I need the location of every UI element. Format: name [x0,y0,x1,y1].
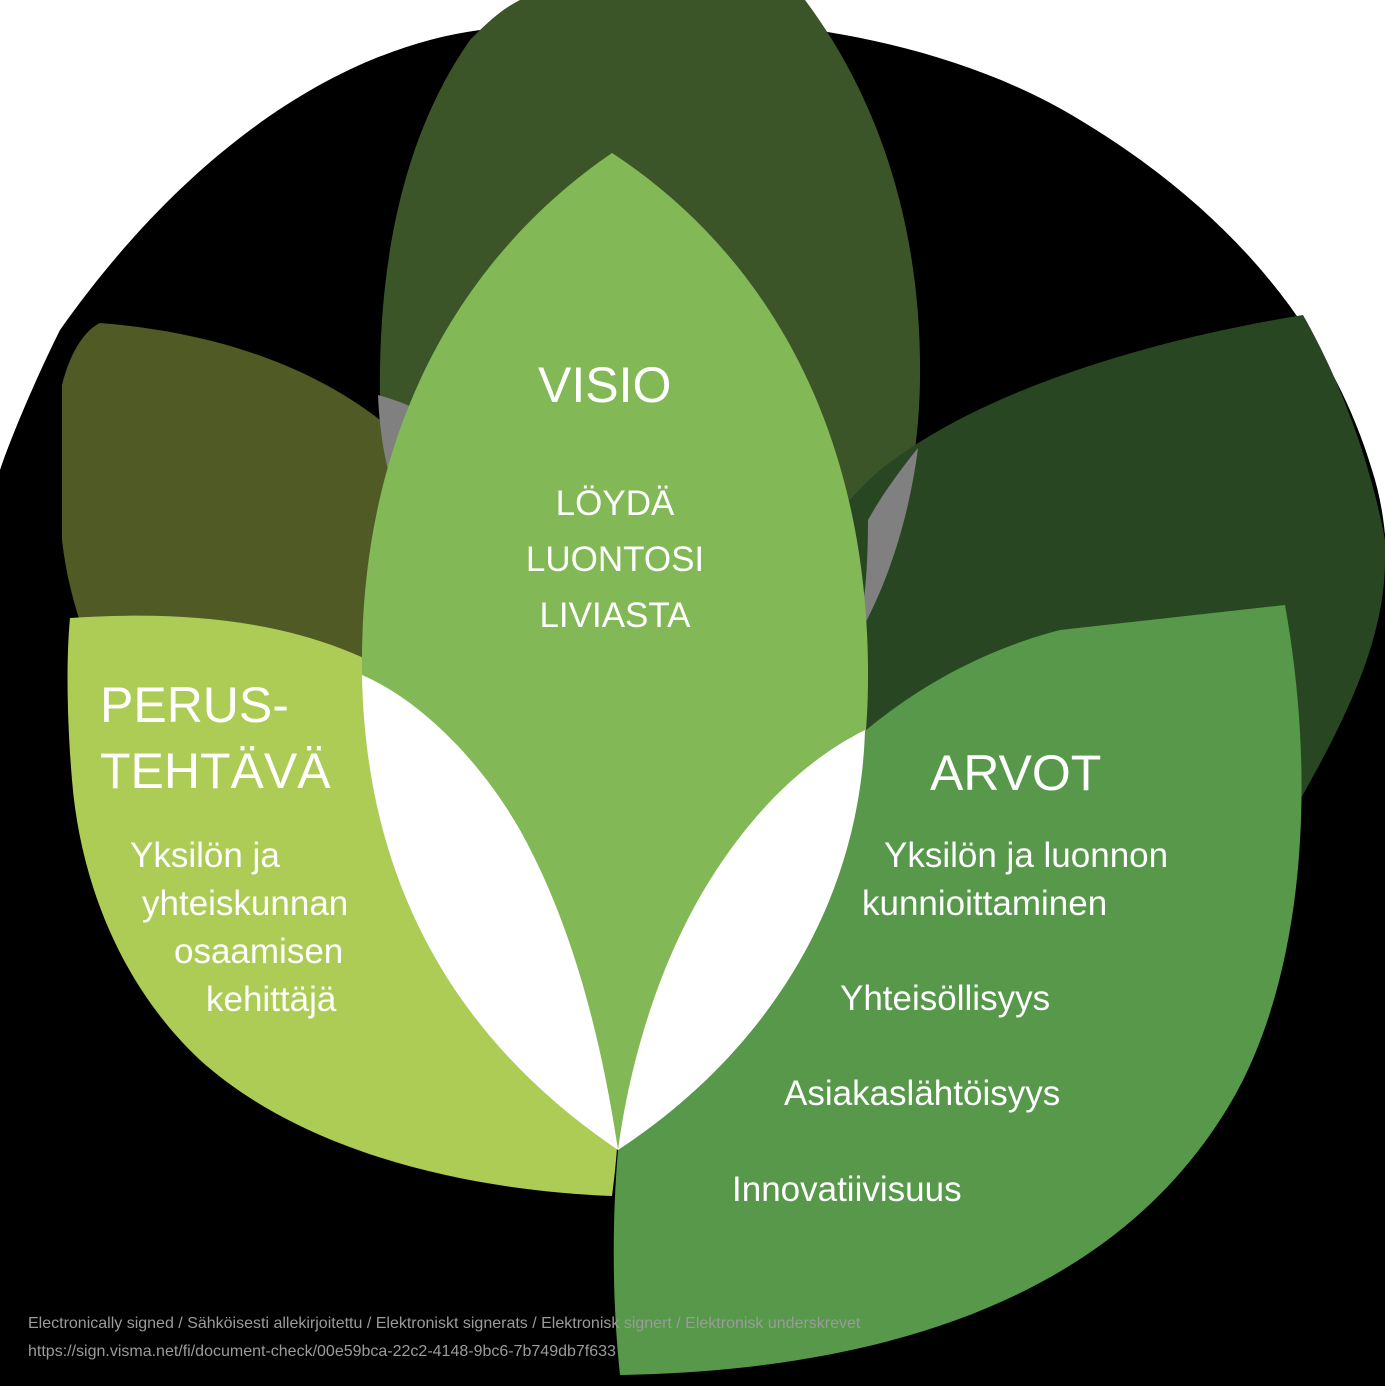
perustehtava-line: kehittäjä [206,980,337,1019]
arvot-title: ARVOT [930,745,1102,801]
perustehtava-title-line: PERUS- [100,677,289,733]
signature-line: Electronically signed / Sähköisesti alle… [28,1315,861,1332]
visio-line: LÖYDÄ [555,484,675,523]
arvot-item: Innovatiivisuus [732,1170,962,1209]
arvot-item: Yksilön ja luonnon [884,836,1169,875]
perustehtava-line: Yksilön ja [130,836,280,875]
visio-text: LÖYDÄ LUONTOSI LIVIASTA [470,476,760,644]
perustehtava-title-line: TEHTÄVÄ [100,743,331,799]
visio-title: VISIO [538,357,672,413]
perustehtava-line: osaamisen [174,932,344,971]
arvot-item: Yhteisöllisyys [840,979,1051,1018]
visio-line: LUONTOSI [525,540,705,579]
arvot-item: kunnioittaminen [862,884,1108,923]
overlap-grey-right [856,448,918,640]
signature-url: https://sign.visma.net/fi/document-check… [28,1343,616,1360]
petal-arvot [613,605,1302,1375]
visio-line: LIVIASTA [539,596,691,635]
perustehtava-line: yhteiskunnan [142,884,349,923]
center-lens [362,675,865,1150]
perustehtava-title: PERUS- TEHTÄVÄ [100,672,331,804]
arvot-item: Asiakaslähtöisyys [784,1074,1061,1113]
